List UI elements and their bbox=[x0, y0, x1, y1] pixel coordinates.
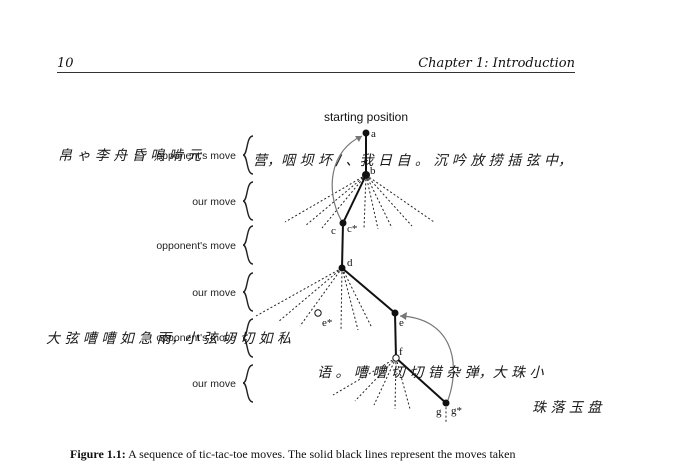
node-label-c: c bbox=[331, 225, 336, 237]
handwriting-line-1: 帛 ゃ 李 舟 昏 鳴 啃 元 bbox=[58, 148, 202, 164]
row-label-1: opponent's move bbox=[156, 150, 236, 162]
move-c-d bbox=[341, 222, 344, 269]
backup-arrow-c-a bbox=[355, 136, 362, 142]
node-g bbox=[442, 399, 450, 407]
node-label-b: b bbox=[370, 165, 376, 177]
row-label-2: our move bbox=[192, 196, 236, 208]
handwriting-line-2: 营，咽 坝 坏 / 、我 日 自 。 沉 吟 放 捞 插 弦 中， bbox=[253, 153, 572, 169]
header-rule bbox=[57, 72, 575, 73]
node-e-star bbox=[314, 309, 322, 317]
node-b bbox=[362, 171, 370, 179]
brace-4 bbox=[242, 272, 254, 312]
alt-move-d-2 bbox=[277, 267, 343, 323]
alt-move-f-4 bbox=[394, 357, 397, 410]
alt-move-b-3 bbox=[321, 174, 367, 229]
figure-caption: Figure 1.1: A sequence of tic-tac-toe mo… bbox=[70, 447, 670, 462]
node-label-e-star: e* bbox=[322, 317, 332, 329]
alt-move-b-1 bbox=[284, 174, 367, 223]
running-header: 10 Chapter 1: Introduction bbox=[57, 56, 575, 74]
brace-2 bbox=[242, 181, 254, 221]
backup-arc-c-a bbox=[331, 135, 363, 221]
alt-move-d-6 bbox=[341, 267, 373, 329]
backup-arrow-g-e bbox=[400, 312, 407, 320]
node-label-g: g bbox=[436, 406, 442, 418]
brace-6 bbox=[242, 364, 254, 403]
page-number: 10 bbox=[57, 56, 74, 71]
alt-move-b-7 bbox=[365, 174, 413, 227]
caption-label: Figure 1.1: bbox=[70, 447, 126, 461]
move-b-c bbox=[342, 174, 367, 224]
alt-move-b-8 bbox=[365, 174, 435, 223]
starting-position-label: starting position bbox=[324, 110, 408, 124]
row-label-4: our move bbox=[192, 287, 236, 299]
chapter-title: Chapter 1: Introduction bbox=[418, 56, 575, 71]
handwriting-line-3: 大 弦 嘈 嘈 如 急 雨，小 弦 切 切 如 私 bbox=[46, 331, 291, 347]
node-label-e: e bbox=[399, 317, 404, 329]
node-label-d: d bbox=[347, 257, 353, 269]
alt-move-d-4 bbox=[340, 267, 343, 331]
handwriting-line-5: 珠 落 玉 盘 bbox=[532, 400, 603, 416]
node-label-a: a bbox=[371, 128, 376, 140]
node-label-f: f bbox=[399, 346, 403, 358]
node-label-g-star: g* bbox=[451, 405, 462, 417]
node-d bbox=[338, 264, 346, 272]
alt-move-b-5 bbox=[365, 174, 379, 230]
handwriting-line-4: 语 。 嘈 嘈 切 切 错 杂 弹，大 珠 小 bbox=[317, 365, 545, 381]
alt-move-f-3 bbox=[373, 357, 397, 406]
node-f bbox=[392, 354, 400, 362]
alt-move-f-5 bbox=[395, 357, 411, 410]
alt-move-b-4 bbox=[363, 174, 367, 230]
row-label-3: opponent's move bbox=[156, 240, 236, 252]
node-label-c-star: c* bbox=[347, 223, 357, 235]
alt-move-d-5 bbox=[341, 267, 359, 331]
node-a bbox=[362, 129, 370, 137]
brace-5 bbox=[242, 318, 254, 358]
brace-1 bbox=[242, 135, 254, 175]
row-label-5: opponent's move bbox=[156, 332, 236, 344]
node-e bbox=[391, 309, 399, 317]
alt-move-b-2 bbox=[304, 174, 367, 227]
move-f-g bbox=[395, 357, 447, 404]
alt-move-f-2 bbox=[354, 357, 397, 402]
alt-move-d-1 bbox=[255, 267, 343, 317]
move-e-f bbox=[394, 312, 397, 359]
brace-3 bbox=[242, 225, 254, 265]
alt-move-b-6 bbox=[365, 174, 393, 229]
backup-arc-g-e bbox=[399, 315, 455, 401]
move-d-e bbox=[341, 267, 396, 314]
alt-move-d-3 bbox=[299, 267, 343, 327]
node-c bbox=[339, 219, 347, 227]
row-label-6: our move bbox=[192, 378, 236, 390]
caption-text: A sequence of tic-tac-toe moves. The sol… bbox=[128, 447, 516, 461]
